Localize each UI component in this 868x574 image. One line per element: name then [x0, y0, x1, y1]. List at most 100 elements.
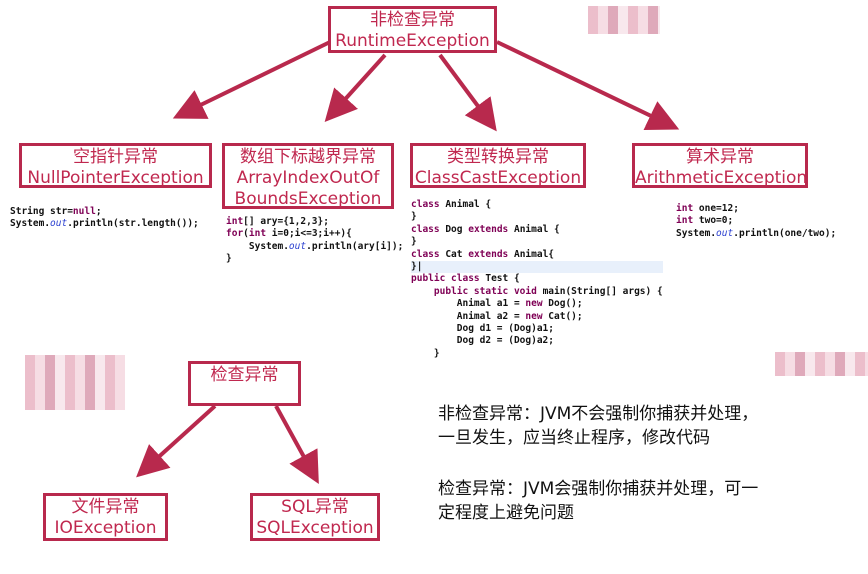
node-label: 算术异常 — [686, 147, 754, 167]
arrow — [136, 404, 217, 478]
code-token: System. — [676, 227, 717, 239]
code-class-cast: class Animal {}class Dog extends Animal … — [411, 199, 663, 360]
node-label: BoundsException — [234, 189, 382, 209]
node-label: ArithmeticException — [635, 168, 808, 188]
code-token: ; — [95, 206, 102, 217]
code-token: System. — [10, 218, 51, 230]
code-line: class Cat extends Animal{ — [411, 249, 663, 261]
code-token: int — [248, 228, 267, 240]
arrow — [172, 40, 331, 119]
code-token: Animal { — [439, 199, 492, 210]
code-token: } — [411, 211, 417, 223]
code-line: String str=null; — [10, 206, 199, 218]
code-arithmetic: int one=12;int two=0;System.out.println(… — [676, 203, 836, 240]
code-token: class — [411, 199, 440, 210]
code-token: Animal a1 = — [411, 298, 526, 310]
arrow — [438, 53, 497, 132]
code-line: }| — [411, 261, 663, 274]
code-token: public class — [411, 273, 480, 285]
code-line: int[] ary={1,2,3}; — [226, 216, 403, 228]
node-label: 类型转换异常 — [447, 147, 549, 167]
node-label: ClassCastException — [414, 168, 582, 188]
code-token: [] ary={1,2,3}; — [243, 216, 329, 227]
code-line: } — [411, 348, 663, 360]
code-line: Animal a2 = new Cat(); — [411, 311, 663, 323]
node-label: 数组下标越界异常 — [240, 147, 376, 167]
note-line: 定程度上避免问题 — [438, 503, 574, 523]
node-label: 非检查异常 — [370, 10, 455, 30]
code-token: out — [288, 240, 307, 252]
node-label: NullPointerException — [27, 168, 204, 188]
code-token: two=0; — [693, 215, 734, 227]
code-token: } — [226, 253, 232, 265]
code-token: Cat — [439, 248, 469, 260]
code-token: }| — [411, 261, 663, 274]
redacted-patch — [775, 352, 868, 376]
code-token: for — [226, 228, 244, 240]
code-line: Animal a1 = new Dog(); — [411, 298, 663, 310]
node-label: IOException — [54, 518, 157, 538]
code-token: new — [525, 298, 543, 310]
redacted-patch — [25, 355, 125, 410]
code-line: Dog d1 = (Dog)a1; — [411, 323, 663, 335]
code-array-index: int[] ary={1,2,3};for(int i=0;i<=3;i++){… — [226, 216, 403, 266]
node-label: SQLException — [256, 518, 374, 538]
code-line: } — [411, 211, 663, 223]
code-token: Animal{ — [508, 248, 555, 260]
code-token: out — [716, 227, 734, 239]
code-line: System.out.println(ary[i]); — [226, 241, 403, 253]
code-token: .println(str.length()); — [67, 218, 199, 230]
redacted-patch — [588, 6, 660, 34]
code-token: class — [411, 223, 440, 235]
code-token: Dog d2 = (Dog)a2; — [411, 335, 554, 347]
note-line: 一旦发生，应当终止程序，修改代码 — [438, 428, 710, 448]
code-line: System.out.println(str.length()); — [10, 218, 199, 230]
code-line: public static void main(String[] args) { — [411, 286, 663, 298]
code-token: main(String[] args) { — [536, 285, 663, 297]
code-token: Dog — [439, 223, 469, 235]
node-label: 检查异常 — [210, 365, 279, 385]
node-checked-exception: 检查异常 — [188, 361, 301, 406]
code-token: Test { — [479, 273, 520, 285]
code-token: .println(ary[i]); — [306, 240, 404, 252]
code-line: Dog d2 = (Dog)a2; — [411, 335, 663, 347]
note-unchecked: 非检查异常：JVM不会强制你捕获并处理， 一旦发生，应当终止程序，修改代码 — [438, 402, 758, 450]
code-token: Dog(); — [542, 298, 583, 310]
code-token: out — [50, 218, 68, 230]
arrow — [496, 40, 680, 131]
arrow — [324, 53, 387, 122]
code-token: } — [411, 236, 417, 248]
code-token: class — [411, 248, 440, 260]
code-token: Cat(); — [542, 310, 583, 322]
code-token: new — [525, 310, 543, 322]
code-token: i=0;i<=3;i++){ — [266, 228, 352, 240]
arrow — [274, 405, 319, 485]
code-token: Dog d1 = (Dog)a1; — [411, 323, 554, 335]
code-line: System.out.println(one/two); — [676, 228, 836, 240]
node-label: 文件异常 — [71, 497, 140, 517]
code-token: Animal { — [508, 223, 560, 235]
code-token: } — [411, 347, 440, 359]
note-checked: 检查异常：JVM会强制你捕获并处理，可一 定程度上避免问题 — [438, 477, 758, 525]
code-line: class Dog extends Animal { — [411, 224, 663, 236]
code-token: extends — [468, 223, 509, 235]
code-line: for(int i=0;i<=3;i++){ — [226, 228, 403, 240]
code-token: System. — [226, 240, 289, 252]
code-line: public class Test { — [411, 273, 663, 285]
code-line: class Animal { — [411, 199, 663, 211]
code-token: .println(one/two); — [733, 227, 837, 239]
code-token: public static void — [433, 285, 537, 297]
code-line: int one=12; — [676, 203, 836, 215]
code-npe: String str=null;System.out.println(str.l… — [10, 206, 199, 231]
code-line: } — [411, 236, 663, 248]
code-token: null — [72, 206, 96, 217]
code-token — [411, 286, 434, 297]
node-label: SQL异常 — [281, 497, 349, 517]
